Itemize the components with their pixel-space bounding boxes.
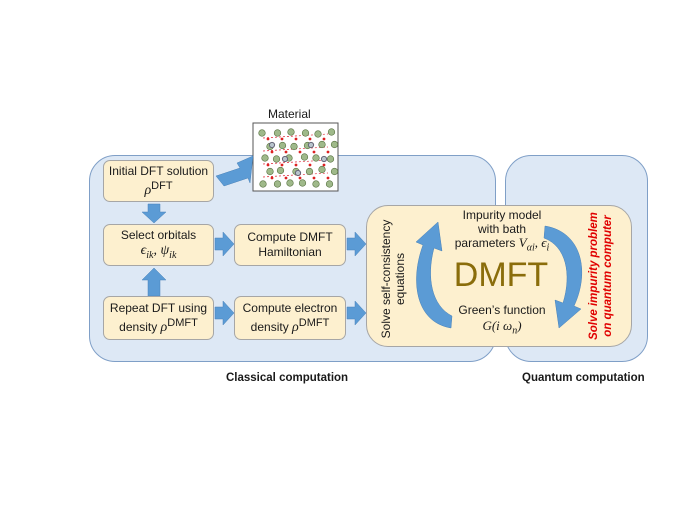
solve-self-consistency-label: Solve self-consistency equations: [379, 219, 407, 339]
lattice-atom: [327, 128, 336, 136]
compute-density-box: Compute electron density ρDMFT: [234, 296, 346, 340]
lattice-atom: [301, 129, 310, 137]
solve-label-line1: Solve self-consistency: [379, 219, 393, 339]
lattice-small-atom: [312, 150, 316, 154]
v-subscript: αi: [526, 242, 535, 254]
repeat-dft-line2: density: [119, 320, 161, 334]
initial-dft-label: Initial DFT solution: [108, 164, 209, 178]
lattice-atom: [266, 142, 274, 151]
lattice-atom: [258, 129, 266, 137]
lattice-atom: [318, 140, 326, 149]
initial-dft-box: Initial DFT solution ρDFT: [103, 160, 214, 202]
dmft-title: DMFT: [453, 256, 549, 294]
v-symbol: V: [518, 235, 527, 250]
rho-symbol: ρ: [144, 183, 152, 198]
rho-superscript: DMFT: [298, 317, 330, 329]
quantum-label-line2: on quantum computer: [602, 215, 614, 337]
rho-symbol: ρ: [160, 320, 168, 335]
repeat-dft-line1: Repeat DFT using: [109, 301, 208, 315]
rho-superscript: DFT: [151, 180, 173, 192]
lattice-atom: [290, 142, 298, 151]
lattice-atom: [314, 130, 322, 138]
lattice-small-atom: [270, 150, 274, 154]
impurity-line2: with bath: [477, 222, 527, 236]
lattice-small-atom: [294, 137, 298, 141]
lattice-atom: [330, 140, 339, 149]
lattice-small-atom: [280, 137, 284, 141]
lattice-small-atom: [308, 137, 312, 141]
rho-superscript: DMFT: [167, 317, 198, 329]
rho-symbol: ρ: [292, 320, 299, 335]
epsilon-symbol: ϵ: [140, 242, 147, 258]
solve-label-line2: equations: [393, 252, 407, 306]
select-orbitals-box: Select orbitals ϵik, ψik: [103, 224, 214, 266]
lattice-small-atom: [266, 137, 270, 141]
lattice-bond: [262, 133, 329, 139]
psi-subscript: ik: [169, 249, 177, 261]
compute-density-line2: density: [250, 320, 293, 334]
dmft-box: [366, 205, 632, 347]
omega-subscript: n: [512, 325, 518, 337]
psi-symbol: , ψ: [153, 242, 170, 258]
lattice-grey-atom: [268, 141, 276, 149]
material-label: Material: [268, 107, 311, 121]
lattice-grey-atom: [307, 141, 315, 149]
impurity-model-text: Impurity model with bath parameters Vαi,…: [447, 208, 557, 255]
impurity-line1: Impurity model: [462, 208, 542, 222]
epsilon-subscript: ik: [146, 249, 154, 261]
compute-hamiltonian-line2: Hamiltonian: [258, 245, 322, 259]
solve-impurity-quantum-label: Solve impurity problem on quantum comput…: [587, 209, 615, 343]
epsilon-subscript: i: [546, 242, 550, 254]
lattice-atom: [287, 128, 295, 136]
lattice-small-atom: [284, 150, 288, 154]
classical-computation-label: Classical computation: [226, 372, 349, 384]
compute-hamiltonian-box: Compute DMFT Hamiltonian: [234, 224, 346, 266]
greens-line1: Green’s function: [458, 303, 546, 317]
impurity-line3: parameters: [454, 236, 519, 250]
epsilon-symbol: , ϵ: [534, 235, 547, 250]
lattice-atom: [303, 141, 312, 150]
compute-density-line1: Compute electron: [242, 301, 338, 315]
lattice-small-atom: [298, 150, 302, 154]
lattice-small-atom: [326, 150, 330, 154]
compute-hamiltonian-line1: Compute DMFT: [247, 230, 333, 244]
repeat-dft-box: Repeat DFT using density ρDMFT: [103, 296, 214, 340]
lattice-atom: [278, 141, 287, 150]
quantum-computation-label: Quantum computation: [522, 372, 645, 384]
quantum-label-line1: Solve impurity problem: [588, 212, 600, 340]
greens-function-text: Green’s function G(i ωn): [447, 303, 557, 339]
lattice-bond: [262, 146, 329, 152]
select-orbitals-label: Select orbitals: [120, 227, 197, 242]
g-symbol: G(i ω: [482, 318, 513, 333]
g-close: ): [517, 318, 522, 333]
lattice-small-atom: [322, 137, 326, 141]
lattice-atom: [273, 129, 282, 137]
